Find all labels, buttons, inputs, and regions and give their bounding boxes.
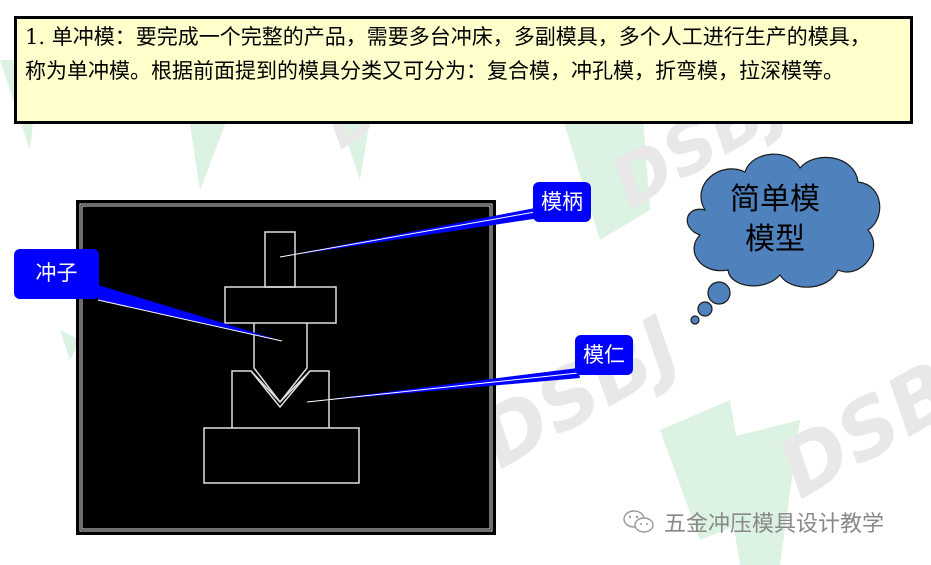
base-plate-shape [203, 427, 360, 484]
thought-line-2: 模型 [745, 222, 805, 257]
callout-die: 模仁 [575, 335, 633, 375]
thought-line-1: 简单模 [730, 182, 820, 217]
description-line-2: 称为单冲模。根据前面提到的模具分类又可分为：复合模，冲孔模，折弯模，拉深模等。 [25, 59, 844, 83]
wechat-icon [623, 510, 654, 533]
callout-punch: 冲子 [14, 249, 99, 299]
description-text-box: 1. 单冲模：要完成一个完整的产品，需要多台冲床，多副模具，多个人工进行生产的模… [14, 16, 913, 124]
callout-handle-label: 模柄 [541, 190, 583, 214]
punch-plate-shape [224, 286, 337, 324]
callout-handle: 模柄 [533, 182, 591, 222]
die-block-shape [231, 370, 330, 428]
thought-cloud [686, 153, 881, 325]
diagram-frame [76, 200, 496, 535]
footer-text: 五金冲压模具设计教学 [664, 512, 885, 537]
punch-pointer [98, 285, 282, 341]
callout-die-label: 模仁 [583, 343, 625, 367]
handle-pointer [280, 208, 540, 257]
footer-attribution: 五金冲压模具设计教学 [622, 506, 884, 538]
thought-bubble-text: 简单模 模型 [700, 180, 850, 260]
callout-punch-label: 冲子 [35, 261, 78, 285]
description-line-1: 1. 单冲模：要完成一个完整的产品，需要多台冲床，多副模具，多个人工进行生产的模… [25, 25, 871, 49]
die-pointer [307, 368, 580, 402]
